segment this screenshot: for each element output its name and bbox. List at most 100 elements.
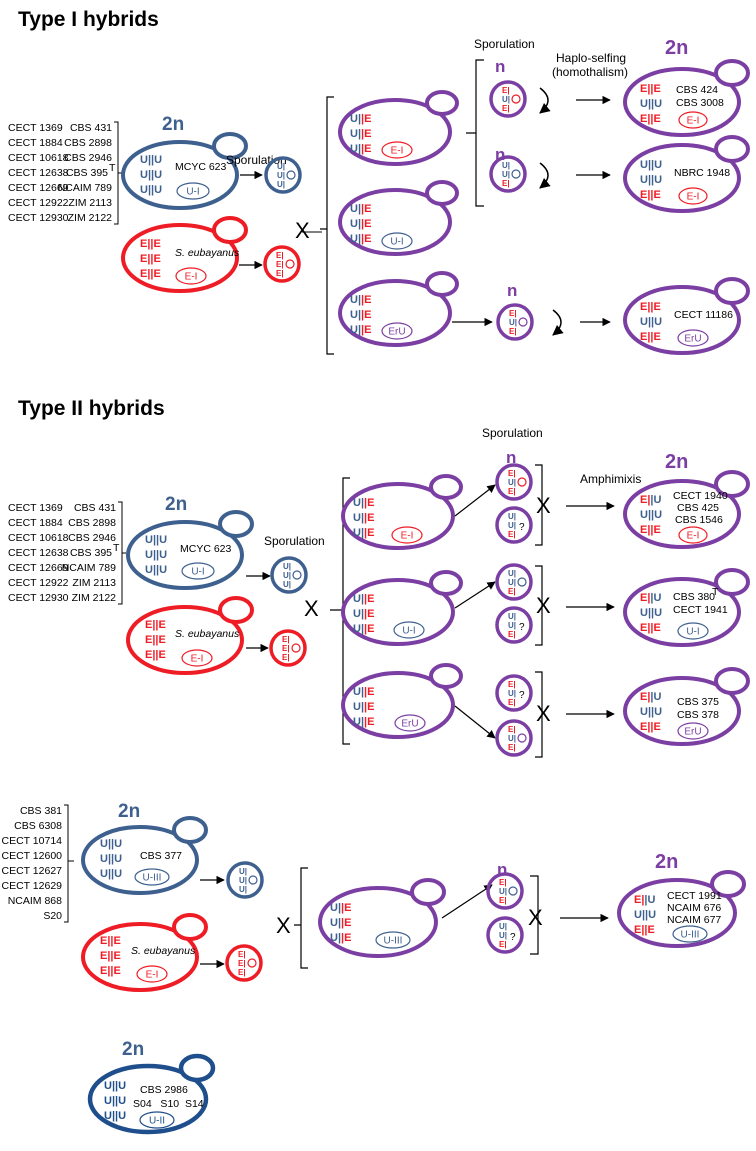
t2-hybrid-cell-3: U||E U||E U||E ErU [341,663,463,739]
t2-strain-right-5: ZIM 2113 [72,577,116,589]
svg-text:E|: E| [508,487,516,496]
t1-hybrid-tag-1: E-I [391,146,404,157]
svg-text:E|: E| [508,587,516,596]
svg-text:U||U: U||U [640,159,662,171]
t2-sporulation-top: Sporulation [482,426,543,440]
t1-output-cell-3: E||E U||U E||E CECT 11186 ErU [623,277,750,355]
t3-hybrid-cell: U||E U||E U||E U-III [318,878,446,958]
t2-strain-left-0: CECT 1369 [8,502,63,514]
svg-text:U||U: U||U [640,174,662,186]
svg-text:U|: U| [502,170,510,179]
t3-haploid-a: E| U| E| [486,872,524,910]
t3-out-strain-1: NCAIM 676 [667,902,721,914]
t3-hybrid-tag: U-III [384,936,403,947]
t3-n-label: n [497,860,507,879]
t1-out1-strain-1: CBS 3008 [676,97,724,109]
t2-output-cell-1: E||U U||U E||E CECT 1940 CBS 425 CBS 154… [623,470,750,549]
svg-text:U|: U| [508,734,516,743]
t2-hybrid-cell-1: U||E U||E U||E E-I [341,474,463,550]
t1-spore-red: E| E| E| [263,245,301,283]
t3-out-tag: U-III [681,930,700,941]
svg-text:E||E: E||E [640,331,661,343]
svg-text:U|: U| [499,931,507,940]
t1-hybrid-bracket [320,96,334,355]
svg-text:E||E: E||E [145,619,166,631]
t1-haploid-3: E| U| E| [496,303,534,341]
t4-ploidy: 2n [122,1039,144,1060]
svg-text:U||U: U||U [104,1095,126,1107]
svg-text:U||U: U||U [640,509,662,521]
t1-strain-left-0: CECT 1369 [8,122,63,134]
t2-spore-blue: U| U| U| [270,556,308,594]
svg-text:E|: E| [508,530,516,539]
svg-text:U||E: U||E [353,716,374,728]
svg-text:U||E: U||E [350,233,371,245]
svg-text:U||U: U||U [104,1110,126,1122]
t3-strain-0: CBS 381 [20,805,62,817]
svg-text:U||U: U||U [640,316,662,328]
t2-out1-strain-1: CBS 425 [677,502,719,514]
t2-haploid-1a: E| U| E| [495,463,533,501]
t1-out1-strain-0: CBS 424 [676,84,718,96]
t2-strain-right-4: NCAIM 789 [62,562,116,574]
t2-parent-cell: 2n U||U U||U U||U MCYC 623 U-I [126,494,254,590]
svg-text:U||U: U||U [100,868,122,880]
t3-spore-blue: U| U| U| [226,861,264,899]
svg-text:E|: E| [238,968,246,977]
svg-text:U||U: U||U [640,98,662,110]
svg-text:U||E: U||E [350,324,371,336]
t2-question-1: ? [519,522,525,533]
t1-out-ploidy: 2n [665,37,688,59]
t1-n-label-3: n [507,281,517,300]
svg-text:E|: E| [508,630,516,639]
svg-text:E|: E| [276,260,284,269]
svg-text:U||E: U||E [330,932,351,944]
svg-text:U||E: U||E [353,608,374,620]
svg-text:U||E: U||E [350,143,371,155]
t1-hybrid-cell-2: U||E U||E U||E U-I [338,180,459,256]
svg-text:E|: E| [276,269,284,278]
t3-parent-tag: U-III [143,873,162,884]
t2-parent-strain: MCYC 623 [180,543,232,555]
svg-text:U||E: U||E [353,686,374,698]
t3-strain-1: CBS 6308 [14,820,62,832]
t2-out2-strain-0: CBS 380 [673,591,715,603]
t3-strain-5: CECT 12629 [1,880,62,892]
svg-text:U|: U| [277,171,285,180]
t1-strain-left-1: CECT 1884 [8,137,63,149]
t1-strain-right-4: NCAIM 789 [58,182,112,194]
svg-text:U|: U| [502,95,510,104]
t1-strain-left-5: CECT 12922 [8,197,69,209]
svg-text:E||E: E||E [100,935,121,947]
t2-hybrid-tag-2: U-I [402,626,415,637]
t2-strain-right-1: CBS 2898 [68,517,116,529]
t3-strain-3: CECT 12600 [1,850,62,862]
t2-hybrid-tag-3: ErU [401,719,418,730]
t3-output-cell: E||U U||U E||E CECT 1991 NCAIM 676 NCAIM… [617,870,746,948]
svg-text:U|: U| [508,569,516,578]
svg-text:E||E: E||E [640,83,661,95]
t2-eub-tag: E-I [191,654,204,665]
svg-text:E||U: E||U [640,691,661,703]
t2-parent-tag: U-I [191,567,204,578]
svg-text:U|: U| [508,478,516,487]
type2-title: Type II hybrids [18,397,165,420]
t2-cross-3: X [536,701,551,726]
svg-text:E||U: E||U [640,494,661,506]
t2-strain-left-1: CECT 1884 [8,517,63,529]
t2-strain-right-6: ZIM 2122 [72,592,117,604]
t3-parent-ploidy: 2n [118,801,140,822]
svg-text:U|: U| [499,887,507,896]
svg-text:E|: E| [508,680,516,689]
t2-strain-left-2: CECT 10618 [8,532,69,544]
svg-text:U|: U| [283,580,291,589]
t2-cross-2: X [536,593,551,618]
t1-strain-left-3: CECT 12638 [8,167,69,179]
svg-text:E||E: E||E [640,301,661,313]
svg-text:U||E: U||E [350,113,371,125]
svg-text:E|: E| [282,635,290,644]
svg-text:E|: E| [276,251,284,260]
t3-strain-7: S20 [43,910,62,922]
t1-parent-cell: 2n U||U U||U U||U MCYC 623 U-I [121,114,248,210]
